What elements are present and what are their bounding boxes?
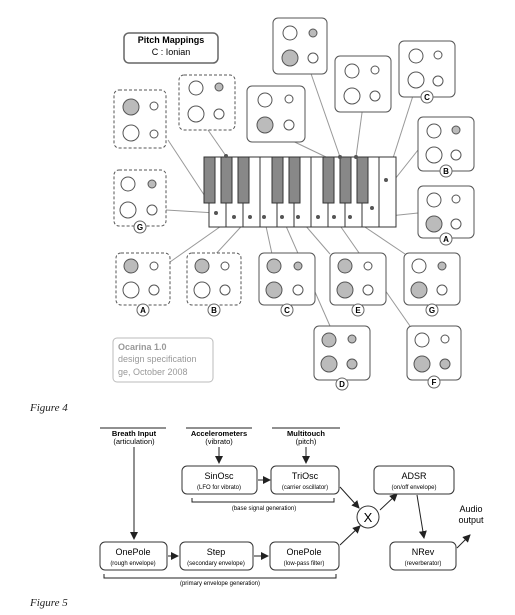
fingering-box-e-bottom [329,252,387,306]
credit-box: Ocarina 1.0 design specification ge, Oct… [112,337,214,383]
svg-text:Breath Input: Breath Input [112,429,157,438]
svg-text:OnePole: OnePole [286,547,321,557]
fingering-box [272,17,328,75]
note-label-a-right: A [439,232,453,246]
fingering-box-d-bottom [313,325,371,381]
svg-text:B: B [443,167,449,176]
node-onepole-lowpass: OnePole (low-pass filter) [269,541,340,571]
svg-text:C: C [424,93,430,102]
fingering-boxes [113,17,475,381]
input-breath: Breath Input (articulation) [100,427,166,446]
svg-text:X: X [364,510,373,525]
signal-connectors [130,447,471,560]
multiply-node: X [356,505,380,529]
note-label-g-left: G [133,220,147,234]
svg-text:(secondary envelope): (secondary envelope) [187,561,245,567]
svg-text:(LFO for vibrato): (LFO for vibrato) [197,485,241,491]
svg-text:Multitouch: Multitouch [287,429,325,438]
svg-text:F: F [432,378,437,387]
svg-text:(pitch): (pitch) [296,437,317,446]
fingering-box-f-bottom [406,325,462,381]
fingering-box-a-right [417,185,475,239]
fingering-box-b-right [417,116,475,172]
figure-4-caption: Figure 4 [30,402,68,414]
note-label-g-right: G [425,303,439,317]
note-labels: C B A G A B C E G D F [133,90,453,391]
svg-text:Step: Step [207,547,226,557]
svg-text:ADSR: ADSR [401,471,427,481]
svg-text:(reverberator): (reverberator) [405,561,442,567]
input-multitouch: Multitouch (pitch) [272,427,340,446]
note-label-e-bottom: E [351,303,365,317]
svg-text:Accelerometers: Accelerometers [191,429,247,438]
svg-text:(low-pass filter): (low-pass filter) [284,561,325,567]
svg-text:C: C [284,306,290,315]
svg-text:(rough envelope): (rough envelope) [110,561,155,567]
fingering-box-g-left [113,169,167,227]
fingering-box-b-left [186,252,242,306]
credit-line-1: Ocarina 1.0 [118,342,167,352]
note-label-d-bottom: D [335,377,349,391]
fingering-box-a-left [115,252,171,306]
fingering-box-g-right [403,252,461,306]
note-label-c-bottom: C [280,303,294,317]
svg-text:(carrier oscillator): (carrier oscillator) [282,485,328,491]
node-step: Step (secondary envelope) [179,541,254,571]
note-label-b-left: B [207,303,221,317]
fingering-box-c-top [398,40,456,98]
svg-text:G: G [429,306,435,315]
fingering-box [246,85,306,143]
svg-text:OnePole: OnePole [115,547,150,557]
node-nrev: NRev (reverberator) [389,541,457,571]
svg-text:NRev: NRev [412,547,435,557]
svg-text:output: output [458,515,484,525]
title-box-subtitle: C : Ionian [152,47,191,57]
fingering-box-c-bottom [258,252,316,306]
svg-text:A: A [140,306,146,315]
fingering-box-dashed [113,89,167,149]
piano-keyboard [203,154,397,228]
node-sinosc: SinOsc (LFO for vibrato) [181,465,258,495]
svg-text:A: A [443,235,449,244]
svg-text:(primary envelope generation): (primary envelope generation) [180,581,260,587]
svg-text:TriOsc: TriOsc [292,471,319,481]
title-box-title: Pitch Mappings [138,35,205,45]
svg-text:(vibrato): (vibrato) [205,437,233,446]
note-label-c-top: C [420,90,434,104]
brace-base-signal: (base signal generation) [191,498,335,512]
node-triosc: TriOsc (carrier oscillator) [270,465,340,495]
figure-4: Pitch Mappings C : Ionian [112,17,475,391]
svg-text:(base signal generation): (base signal generation) [232,506,296,512]
svg-text:(articulation): (articulation) [113,437,155,446]
svg-text:SinOsc: SinOsc [204,471,234,481]
svg-text:Audio: Audio [459,504,482,514]
fingering-box [334,55,392,113]
input-accelerometers: Accelerometers (vibrato) [186,427,252,446]
credit-line-3: ge, October 2008 [118,367,188,377]
node-onepole-rough: OnePole (rough envelope) [99,541,168,571]
svg-text:E: E [355,306,361,315]
brace-primary-envelope: (primary envelope generation) [103,574,337,587]
svg-text:D: D [339,380,345,389]
svg-text:B: B [211,306,217,315]
note-label-a-left: A [136,303,150,317]
credit-line-2: design specification [118,354,197,364]
node-adsr: ADSR (on/off envelope) [373,465,455,495]
figure-5-caption: Figure 5 [30,597,68,609]
fingering-box-dashed [178,74,236,131]
note-label-b-right: B [439,164,453,178]
svg-text:G: G [137,223,143,232]
note-label-f-bottom: F [427,375,441,389]
audio-output-label: Audio output [458,504,484,525]
pitch-mappings-title-box: Pitch Mappings C : Ionian [123,32,219,64]
svg-text:(on/off envelope): (on/off envelope) [392,485,437,491]
figure-5: Breath Input (articulation) Acceleromete… [99,427,484,587]
